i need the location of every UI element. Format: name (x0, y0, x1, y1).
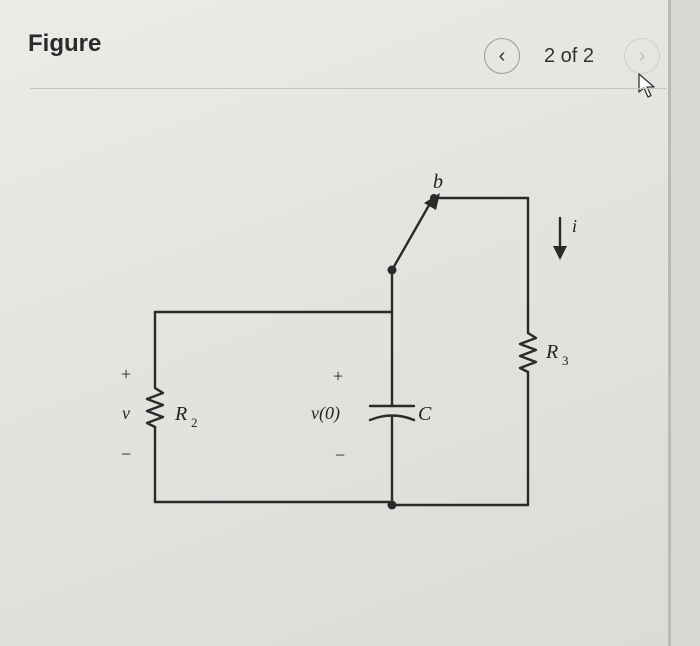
prev-button[interactable]: ‹ (484, 38, 520, 74)
r3-resistor (518, 331, 538, 374)
vc-minus-sign: − (335, 445, 345, 465)
r3-subscript: 3 (562, 353, 569, 368)
r2-resistor (145, 386, 165, 429)
chevron-right-icon: › (638, 44, 646, 67)
page-title: Figure (28, 30, 102, 57)
v-plus-sign: + (121, 364, 131, 384)
r2-subscript: 2 (191, 415, 198, 430)
page-counter: 2 of 2 (544, 45, 595, 67)
figure-panel (0, 0, 668, 646)
circuit-diagram: b i R 3 R 2 + v − + v(0) − C (121, 171, 577, 510)
next-button[interactable]: › (624, 38, 660, 74)
v-label: v (122, 403, 130, 423)
switch-label: b (433, 171, 443, 193)
vc-label: v(0) (311, 403, 340, 424)
capacitor-label: C (418, 403, 432, 425)
r3-label: R (545, 341, 558, 363)
header-divider (30, 88, 666, 89)
vc-plus-sign: + (333, 366, 343, 386)
r2-label: R (174, 403, 187, 425)
current-label: i (572, 216, 577, 236)
chevron-left-icon: ‹ (498, 44, 506, 67)
scrollbar-edge[interactable] (668, 0, 671, 646)
mouse-pointer-icon (638, 73, 655, 98)
v-minus-sign: − (121, 444, 131, 464)
